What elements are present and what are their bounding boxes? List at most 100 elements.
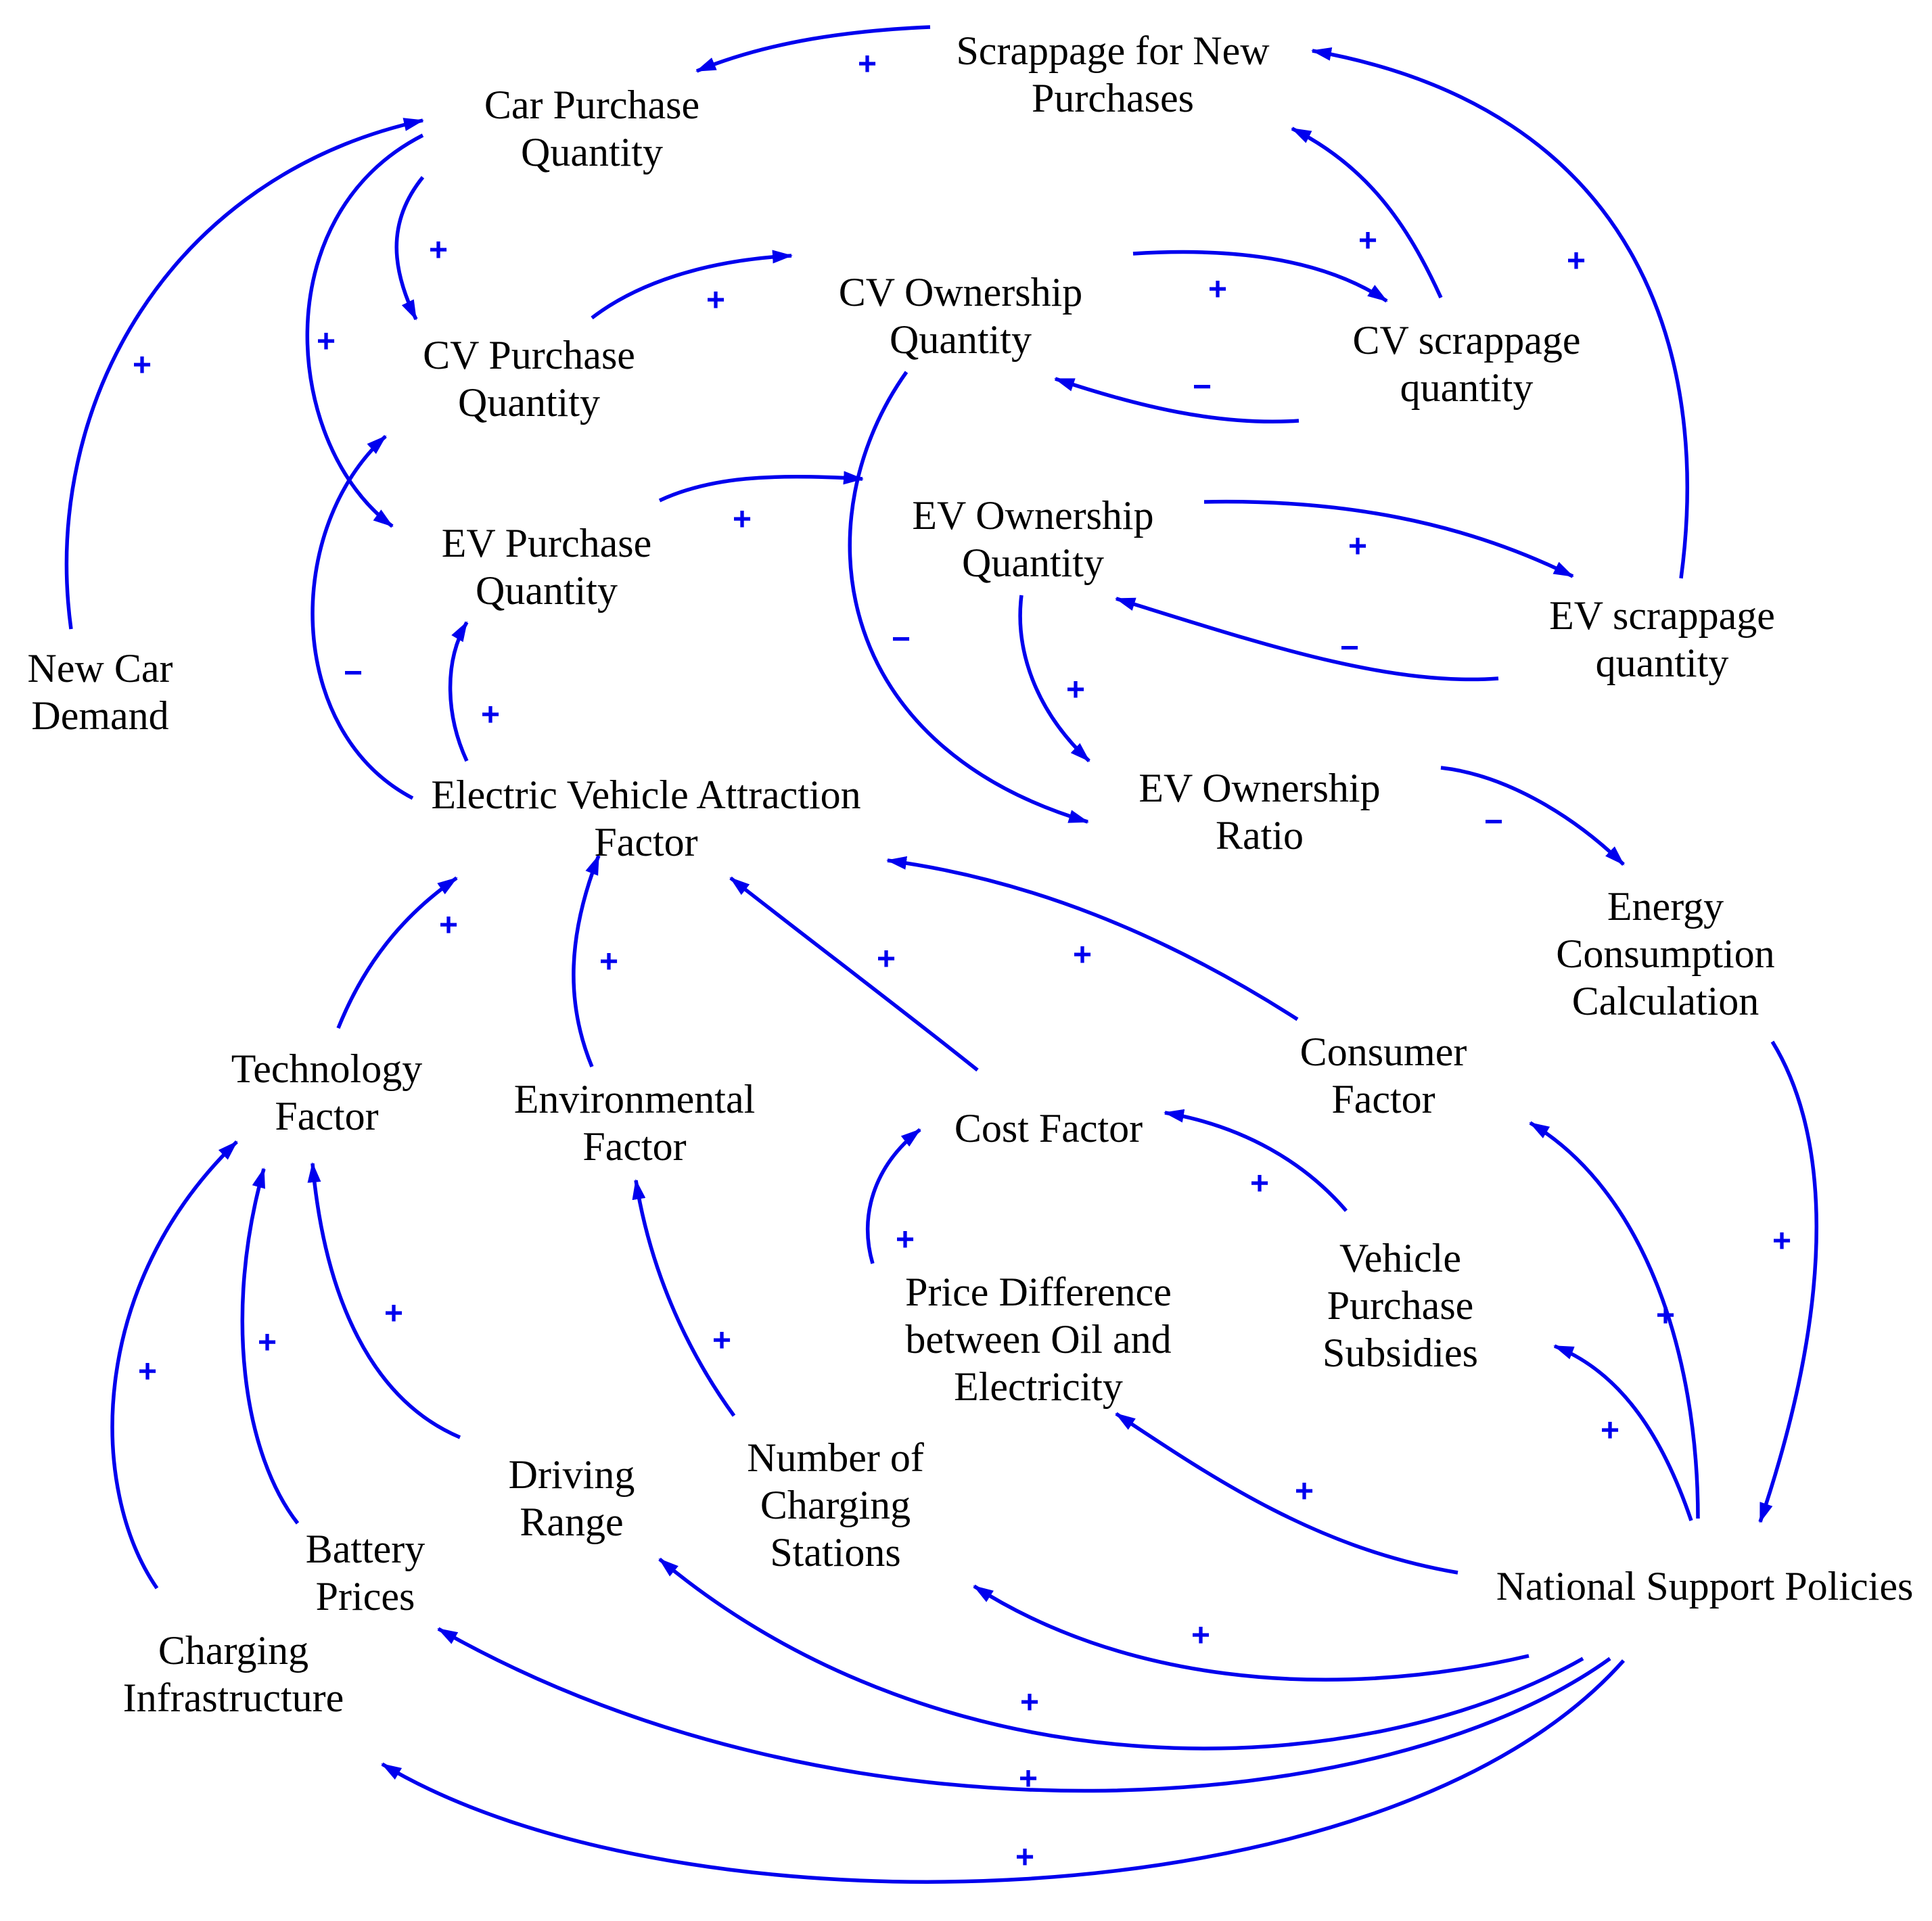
positive-polarity-sign: + (706, 283, 725, 319)
positive-polarity-sign: + (1015, 1840, 1034, 1876)
node-label-line: EV Ownership (912, 493, 1153, 538)
node-label-line: quantity (1400, 365, 1534, 410)
positive-polarity-sign: + (1601, 1413, 1619, 1449)
causal-arrow-ev-ownership-quantity-to-ev-scrappage-quantity (1203, 499, 1574, 578)
negative-polarity-sign: − (344, 655, 363, 691)
causal-arrow-battery-prices-to-technology-factor (240, 1167, 300, 1525)
node-label-line: EV Ownership (1138, 766, 1380, 810)
causal-arrow-national-policies-to-price-difference (1115, 1412, 1458, 1575)
negative-polarity-sign: − (1340, 630, 1359, 666)
node-label-line: Quantity (890, 317, 1032, 362)
positive-polarity-sign: + (1191, 1618, 1210, 1654)
node-label-line: Quantity (521, 130, 663, 175)
node-label-line: Factor (275, 1094, 378, 1138)
node-label-line: between Oil and (905, 1317, 1171, 1362)
node-label-line: Number of (747, 1435, 924, 1480)
causal-arrow-national-policies-to-charging-infrastructure (381, 1659, 1626, 1884)
node-label-line: Technology (231, 1046, 422, 1091)
causal-arrow-national-policies-to-charging-stations (973, 1584, 1530, 1682)
node-label-line: EV scrappage (1549, 593, 1775, 638)
positive-polarity-sign: + (439, 908, 458, 944)
causal-arrow-national-policies-to-vehicle-subsidies (1553, 1344, 1693, 1521)
positive-polarity-sign: + (1073, 938, 1092, 973)
node-national-policies: National Support Policies (1496, 1564, 1914, 1608)
causal-arrow-cv-ownership-quantity-to-cv-scrappage-quantity (1132, 250, 1388, 303)
causal-arrow-technology-factor-to-ev-attraction-factor (336, 876, 458, 1029)
negative-polarity-sign: − (892, 622, 911, 657)
causal-arrow-cv-ownership-quantity-to-ev-ownership-ratio (848, 371, 1089, 824)
node-label-line: New Car (28, 646, 173, 691)
node-label-line: CV Ownership (839, 270, 1083, 315)
node-label-line: Ratio (1216, 813, 1304, 858)
positive-polarity-sign: + (481, 697, 500, 733)
positive-polarity-sign: + (1019, 1761, 1038, 1797)
negative-polarity-sign: − (1193, 369, 1212, 405)
node-label-line: Demand (31, 693, 168, 738)
node-label-line: Purchase (1327, 1283, 1474, 1328)
causal-arrow-national-policies-to-consumer-factor (1529, 1121, 1700, 1519)
causal-arrow-cv-scrappage-quantity-to-scrappage-new-purchases (1291, 126, 1443, 299)
node-label-line: Environmental (514, 1077, 756, 1121)
positive-polarity-sign: + (877, 942, 896, 977)
positive-polarity-sign: + (1020, 1685, 1039, 1721)
positive-polarity-sign: + (258, 1325, 277, 1361)
node-label-line: Stations (770, 1530, 900, 1575)
causal-arrow-charging-stations-to-environmental-factor (632, 1179, 736, 1417)
causal-arrow-ev-scrappage-quantity-to-ev-ownership-quantity (1115, 597, 1499, 682)
causal-arrow-vehicle-subsidies-to-cost-factor (1164, 1109, 1348, 1212)
node-label-line: CV scrappage (1352, 318, 1580, 363)
node-label-line: Vehicle (1339, 1236, 1461, 1280)
positive-polarity-sign: + (1250, 1166, 1269, 1202)
positive-polarity-sign: + (858, 47, 877, 83)
node-label-line: Energy (1607, 884, 1724, 929)
positive-polarity-sign: + (599, 944, 618, 980)
causal-arrow-charging-infrastructure-to-technology-factor (110, 1140, 238, 1590)
positive-polarity-sign: + (712, 1323, 731, 1359)
node-label-line: Driving (509, 1452, 635, 1497)
node-label-line: Range (520, 1500, 623, 1544)
node-label-line: Consumer (1300, 1029, 1467, 1074)
node-label-line: Infrastructure (123, 1675, 344, 1720)
causal-arrow-scrappage-new-purchases-to-car-purchase-quantity (695, 25, 931, 73)
positive-polarity-sign: + (429, 233, 448, 269)
causal-arrow-energy-consumption-to-national-policies (1758, 1040, 1818, 1523)
polarity-layer: ++++++−++++−−+−−+++++++++++++++++++ (133, 47, 1791, 1876)
node-label-line: Quantity (962, 540, 1104, 585)
node-label-line: Quantity (458, 380, 600, 425)
node-label-line: Factor (1331, 1077, 1435, 1121)
causal-arrow-ev-ownership-quantity-to-ev-ownership-ratio (1018, 595, 1090, 763)
node-label-line: CV Purchase (423, 333, 635, 377)
node-label-line: Prices (316, 1574, 415, 1619)
positive-polarity-sign: + (133, 348, 152, 384)
node-label-line: Subsidies (1322, 1330, 1478, 1375)
causal-arrow-ev-ownership-ratio-to-energy-consumption (1440, 766, 1625, 866)
causal-arrow-cv-scrappage-quantity-to-cv-ownership-quantity (1054, 377, 1300, 424)
positive-polarity-sign: + (1567, 244, 1586, 279)
node-label-line: Electricity (954, 1364, 1123, 1409)
causal-arrow-ev-purchase-quantity-to-ev-ownership-quantity (658, 471, 864, 503)
node-label-line: Purchases (1032, 76, 1194, 120)
positive-polarity-sign: + (1656, 1298, 1675, 1334)
causal-arrow-price-difference-to-cost-factor (865, 1128, 921, 1264)
node-label-line: Quantity (476, 568, 618, 613)
positive-polarity-sign: + (896, 1222, 915, 1258)
